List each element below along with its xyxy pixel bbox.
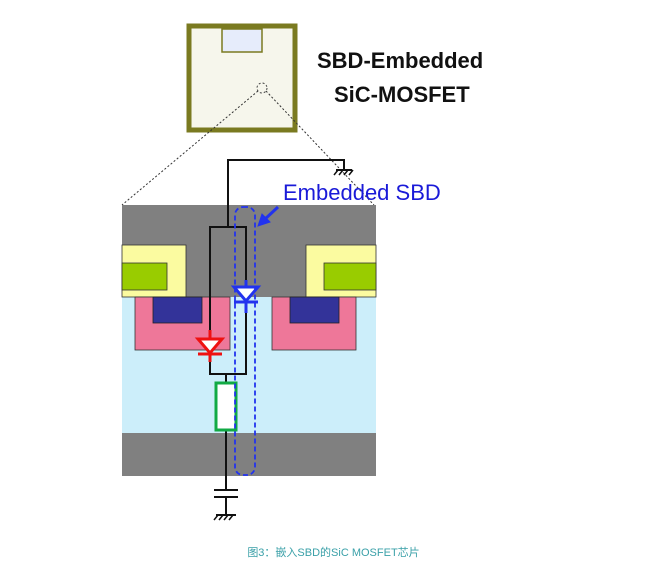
n-source-left bbox=[152, 296, 203, 324]
sbd-diode-icon bbox=[230, 280, 262, 313]
sbd-region-highlight bbox=[234, 206, 256, 476]
resistor-icon bbox=[214, 381, 238, 432]
gate-right bbox=[323, 262, 377, 291]
n-source-right bbox=[289, 296, 340, 324]
embedded-sbd-label: Embedded SBD bbox=[283, 180, 441, 205]
chip-top-view bbox=[186, 23, 298, 133]
figure-caption: 图3：嵌入SBD的SiC MOSFET芯片 bbox=[247, 547, 420, 559]
title-line-1: SBD-Embedded bbox=[317, 48, 484, 73]
gate-left bbox=[121, 262, 168, 291]
cross-section bbox=[121, 205, 377, 476]
body-diode-icon bbox=[194, 330, 226, 362]
zoom-lines bbox=[121, 90, 375, 206]
title-line-2: SiC-MOSFET bbox=[334, 82, 470, 107]
arrow-icon bbox=[257, 205, 280, 227]
